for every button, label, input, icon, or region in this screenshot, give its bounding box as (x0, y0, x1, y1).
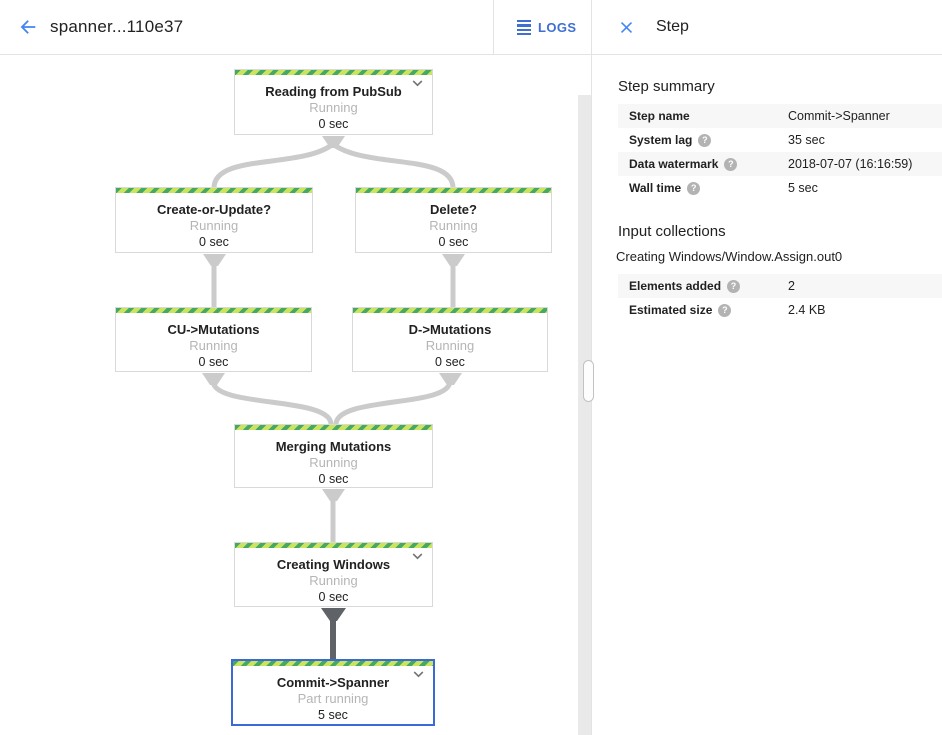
chevron-down-icon[interactable] (412, 80, 423, 87)
back-button[interactable] (8, 7, 48, 47)
node-title: Reading from PubSub (265, 84, 402, 99)
row-value: 2018-07-07 (16:16:59) (788, 157, 913, 171)
help-icon[interactable]: ? (718, 303, 732, 317)
row-value: Commit->Spanner (788, 109, 890, 123)
row-value: 5 sec (788, 181, 818, 195)
node-status: Running (429, 218, 478, 233)
node-status: Part running (297, 691, 369, 706)
node-title: Create-or-Update? (156, 202, 272, 217)
logs-list-icon (517, 19, 531, 36)
help-icon[interactable]: ? (687, 181, 701, 195)
graph-node-delete[interactable]: Delete? Running 0 sec (355, 187, 552, 253)
running-stripe (235, 425, 432, 430)
job-title: spanner...110e37 (50, 17, 184, 36)
step-summary-heading: Step summary (618, 78, 715, 95)
panel-resize-handle[interactable] (583, 360, 594, 402)
running-stripe (233, 661, 433, 666)
node-status: Running (189, 218, 239, 233)
running-stripe (116, 188, 312, 193)
graph-scrollbar[interactable] (578, 95, 591, 735)
table-row: Data watermark? 2018-07-07 (16:16:59) (618, 152, 942, 176)
row-label: Step name (629, 109, 690, 123)
close-panel-button[interactable] (606, 7, 646, 47)
pipeline-graph: Reading from PubSub Running 0 sec Create… (0, 55, 591, 735)
graph-node-reading-from-pubsub[interactable]: Reading from PubSub Running 0 sec (234, 69, 433, 135)
row-value: 2 (788, 279, 795, 293)
chevron-down-icon[interactable] (412, 553, 423, 560)
help-icon[interactable]: ? (724, 157, 738, 171)
table-row: Elements added? 2 (618, 274, 942, 298)
node-time: 0 sec (318, 117, 349, 131)
close-icon (620, 21, 632, 33)
table-row: Estimated size? 2.4 KB (618, 298, 942, 322)
running-stripe (235, 70, 432, 75)
node-title: Creating Windows (276, 557, 391, 572)
row-label: Elements added? (618, 279, 788, 293)
help-icon[interactable]: ? (727, 279, 741, 293)
node-time: 0 sec (199, 235, 229, 249)
node-time: 0 sec (435, 355, 465, 369)
input-collections-heading: Input collections (618, 223, 726, 240)
step-summary-table: Step name Commit->Spanner System lag? 35… (618, 104, 942, 200)
table-row: System lag? 35 sec (618, 128, 942, 152)
node-title: D->Mutations (408, 322, 492, 337)
logs-button-label: LOGS (538, 20, 577, 35)
node-title: CU->Mutations (167, 322, 260, 337)
graph-node-create-or-update[interactable]: Create-or-Update? Running 0 sec (115, 187, 313, 253)
header-divider (493, 0, 494, 55)
graph-node-creating-windows[interactable]: Creating Windows Running 0 sec (234, 542, 433, 607)
arrow-left-icon (20, 20, 36, 34)
node-status: Running (425, 338, 475, 353)
row-value: 35 sec (788, 133, 825, 147)
node-status: Running (309, 100, 358, 115)
row-label: Data watermark? (618, 157, 788, 171)
graph-node-commit-spanner[interactable]: Commit->Spanner Part running 5 sec (231, 659, 435, 726)
table-row: Step name Commit->Spanner (618, 104, 942, 128)
node-time: 0 sec (438, 235, 469, 249)
row-label: Estimated size? (618, 303, 788, 317)
node-time: 0 sec (318, 472, 349, 486)
panel-title: Step (656, 18, 689, 35)
node-status: Running (309, 573, 358, 588)
step-details-panel: Step Step summary Step name Commit->Span… (591, 0, 942, 735)
node-time: 0 sec (198, 355, 229, 369)
input-collection-name: Creating Windows/Window.Assign.out0 (616, 249, 843, 264)
graph-node-cu-mutations[interactable]: CU->Mutations Running 0 sec (115, 307, 312, 372)
table-row: Wall time? 5 sec (618, 176, 942, 200)
node-status: Running (189, 338, 238, 353)
running-stripe (116, 308, 311, 313)
node-time: 0 sec (318, 590, 349, 604)
node-time: 5 sec (318, 708, 348, 722)
running-stripe (356, 188, 551, 193)
row-label: Wall time? (618, 181, 788, 195)
graph-edges (202, 136, 465, 659)
node-title: Merging Mutations (275, 439, 392, 454)
row-value: 2.4 KB (788, 303, 826, 317)
help-icon[interactable]: ? (698, 133, 712, 147)
logs-button[interactable]: LOGS (505, 0, 588, 55)
graph-node-d-mutations[interactable]: D->Mutations Running 0 sec (352, 307, 548, 372)
step-panel-header: Step (592, 0, 942, 55)
chevron-down-icon[interactable] (413, 671, 424, 678)
node-status: Running (309, 455, 358, 470)
graph-header: spanner...110e37 LOGS (0, 0, 591, 55)
node-title: Delete? (430, 202, 477, 217)
row-label: System lag? (618, 133, 788, 147)
graph-node-merging-mutations[interactable]: Merging Mutations Running 0 sec (234, 424, 433, 488)
running-stripe (353, 308, 547, 313)
input-collections-table: Elements added? 2 Estimated size? 2.4 KB (618, 274, 942, 322)
running-stripe (235, 543, 432, 548)
node-title: Commit->Spanner (276, 675, 390, 690)
